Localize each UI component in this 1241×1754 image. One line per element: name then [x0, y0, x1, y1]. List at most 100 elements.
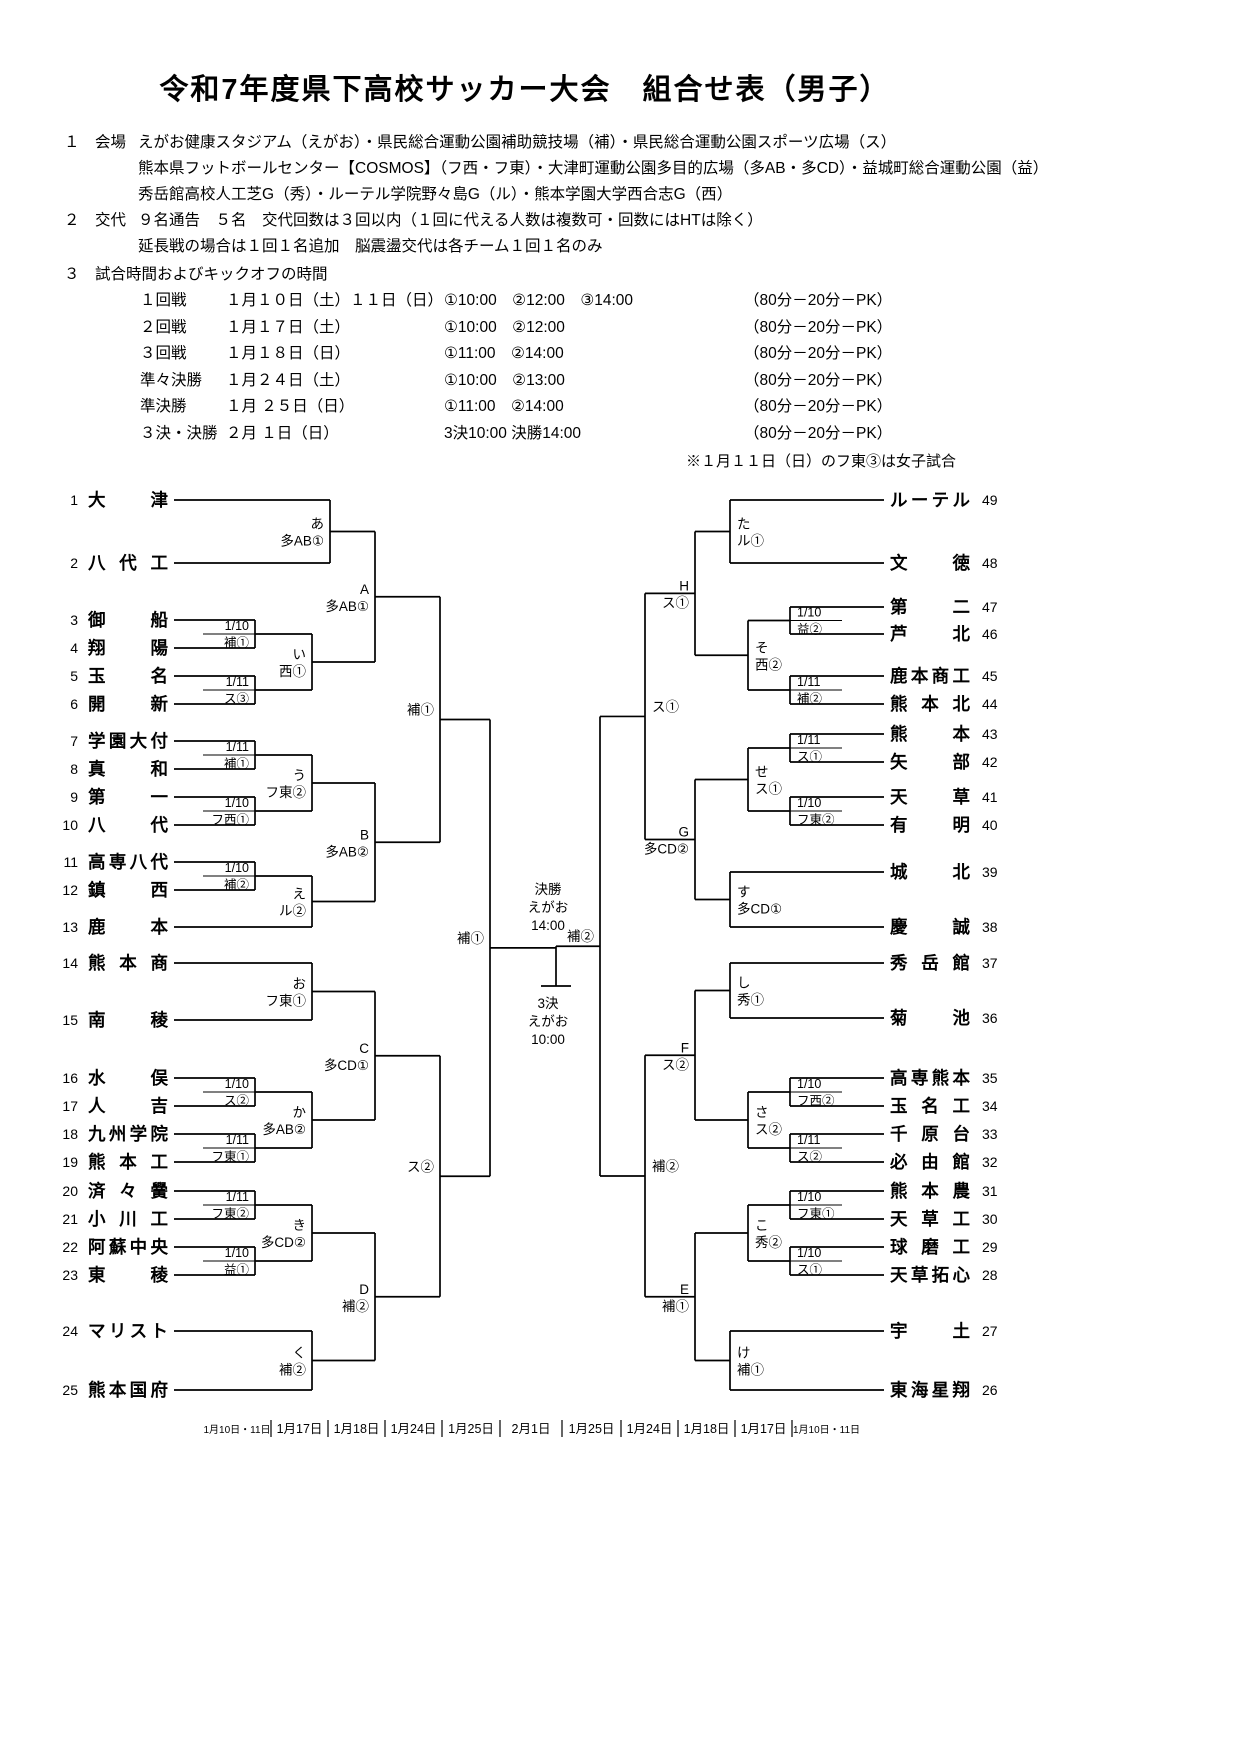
- match-venue: 多AB②: [262, 1121, 306, 1137]
- schedule-format: （80分－20分－PK）: [744, 318, 893, 336]
- schedule-times: ①11:00 ②14:00: [444, 398, 564, 415]
- team-seed: 32: [982, 1154, 998, 1170]
- date-axis-label: 1月25日: [569, 1422, 615, 1436]
- match-venue: フ東②: [211, 1207, 249, 1221]
- match-label: そ: [755, 640, 769, 655]
- team-name: 熊本農: [890, 1181, 971, 1201]
- match-venue: 多AB①: [325, 598, 369, 614]
- date-axis-label: 1月10日・11日: [203, 1424, 270, 1436]
- team-name: 熊本国府: [88, 1380, 168, 1400]
- match-venue: フ東②: [266, 785, 307, 800]
- team-name: 秀岳館: [889, 953, 970, 973]
- match-label: あ: [311, 517, 325, 532]
- team-name: 菊池: [889, 1008, 971, 1028]
- team-seed: 22: [62, 1239, 78, 1255]
- match-venue: フ西①: [211, 813, 249, 827]
- schedule-round: ３回戦: [140, 345, 187, 362]
- match-label: B: [360, 827, 369, 842]
- substitution-line-2: 延長戦の場合は１回１名追加 脳震盪交代は各チーム１回１名のみ: [138, 238, 603, 255]
- schedule-date: １月２４日（土）: [226, 371, 351, 389]
- match-venue: 補①: [224, 757, 250, 771]
- match-venue: 多AB②: [325, 843, 369, 859]
- schedule-round: ２回戦: [140, 318, 187, 336]
- match-label: 1/10: [797, 796, 821, 810]
- match-venue: 秀①: [737, 993, 765, 1008]
- team-seed: 12: [62, 882, 78, 898]
- match-venue: 補①: [407, 703, 434, 718]
- match-venue: ス①: [652, 699, 680, 714]
- match-venue: 補①: [224, 636, 250, 650]
- team-seed: 25: [62, 1382, 78, 1398]
- substitution-heading: ２ 交代: [64, 212, 127, 229]
- team-seed: 17: [62, 1098, 78, 1114]
- match-venue: ス②: [224, 1094, 250, 1108]
- team-name: 矢部: [890, 752, 970, 772]
- match-label: え: [293, 887, 307, 902]
- team-name: 開新: [88, 694, 169, 714]
- date-axis-label: 1月24日: [391, 1422, 437, 1436]
- schedule-times: ①10:00 ②12:00 ③14:00: [444, 292, 634, 309]
- team-seed: 19: [62, 1154, 78, 1170]
- venues-line-3: 秀岳館高校人工芝G（秀）・ルーテル学院野々島G（ル）・熊本学園大学西合志G（西）: [138, 186, 733, 203]
- match-label: 1/11: [797, 1133, 820, 1147]
- schedule-round: １回戦: [140, 292, 187, 309]
- team-name: 玉名: [88, 666, 168, 686]
- venues-section: １ 会場 えがお健康スタジアム（えがお）・県民総合運動公園補助競技場（補）・県民…: [64, 130, 1048, 208]
- team-seed: 26: [982, 1382, 998, 1398]
- match-venue: フ東②: [797, 813, 835, 827]
- team-name: 真和: [88, 759, 168, 779]
- team-seed: 30: [982, 1211, 998, 1227]
- schedule-times: ①11:00 ②14:00: [444, 345, 564, 362]
- team-seed: 35: [982, 1070, 998, 1086]
- schedule-date: １月 ２５日（日）: [226, 398, 355, 415]
- team-name: 南稜: [88, 1010, 169, 1030]
- team-seed: 18: [62, 1126, 78, 1142]
- team-seed: 41: [982, 789, 998, 805]
- match-label: F: [681, 1040, 689, 1055]
- match-label: き: [293, 1218, 307, 1233]
- team-name: 鎮西: [88, 880, 168, 900]
- date-axis-label: 2月1日: [512, 1422, 551, 1436]
- team-name: 高専熊本: [890, 1068, 971, 1088]
- team-seed: 5: [70, 668, 78, 684]
- match-venue: 補②: [279, 1363, 306, 1378]
- team-seed: 10: [62, 817, 78, 833]
- substitution-line-1: ９名通告 ５名 交代回数は３回以内（１回に代える人数は複数可・回数にはHTは除く…: [138, 212, 763, 229]
- team-seed: 33: [982, 1126, 998, 1142]
- team-name: ルーテル: [890, 490, 971, 510]
- team-name: 城北: [890, 862, 971, 882]
- team-seed: 7: [70, 733, 78, 749]
- match-label: す: [737, 885, 751, 900]
- team-seed: 36: [982, 1010, 998, 1026]
- match-label: お: [293, 977, 307, 992]
- final-label: えがお: [528, 900, 569, 915]
- team-name: 球磨工: [890, 1237, 970, 1257]
- schedule-times: ①10:00 ②13:00: [444, 371, 565, 389]
- team-name: 熊本工: [88, 1152, 168, 1172]
- team-seed: 44: [982, 696, 998, 712]
- team-name: 熊本商: [88, 953, 168, 973]
- team-name: 宇土: [890, 1321, 970, 1341]
- match-label: う: [293, 768, 307, 783]
- schedule-date: １月１０日（土）１１日（日）: [226, 292, 444, 309]
- team-name: 天草拓心: [890, 1265, 971, 1285]
- match-venue: ス①: [797, 750, 823, 764]
- schedule-format: （80分－20分－PK）: [744, 345, 893, 362]
- match-venue: ス②: [797, 1150, 823, 1164]
- team-seed: 40: [982, 817, 998, 833]
- match-label: 1/10: [797, 1077, 821, 1091]
- match-label: け: [737, 1346, 751, 1361]
- match-label: 1/11: [226, 1133, 249, 1147]
- match-venue: ス①: [797, 1263, 823, 1277]
- schedule-format: （80分－20分－PK）: [744, 371, 893, 389]
- team-name: 翔陽: [87, 638, 169, 658]
- schedule-date: １月１７日（土）: [226, 318, 351, 336]
- match-label: せ: [755, 765, 769, 780]
- match-label: 1/11: [797, 733, 820, 747]
- team-name: 大津: [88, 490, 169, 510]
- venues-lines: えがお健康スタジアム（えがお）・県民総合運動公園補助競技場（補）・県民総合運動公…: [138, 130, 1048, 208]
- match-venue: 多AB①: [280, 533, 324, 549]
